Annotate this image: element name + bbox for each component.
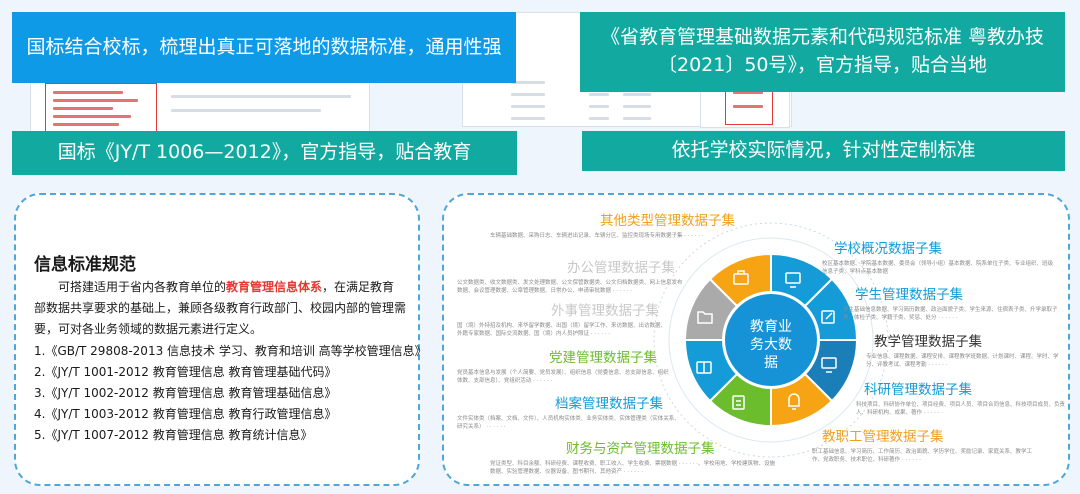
category-desc: 公文数据类、收文数据类、发文处理数据、公文保管数据类、公文归档数据类、网上信息发… — [457, 280, 683, 294]
info-title: 信息标准规范 — [34, 255, 136, 275]
category-office: 办公管理数据子集 公文数据类、收文数据类、发文处理数据、公文保管数据类、公文归档… — [457, 256, 687, 295]
category-desc: 国（境）外特招及机构、来华留学数据、出国（境）留学工作、来访数据、出访数据、外籍… — [457, 323, 667, 337]
category-desc: 车辆基础数据、采购日志、车辆进出记录、车辆分区、监控类现场专用数据子集 · · … — [490, 233, 704, 239]
category-title: 档案管理数据子集 — [555, 396, 663, 412]
category-desc: 校区基本数据、学院基本数据、委员会（领导小组）基本数据、院系单位子类、专业组织、… — [822, 261, 1054, 275]
category-title: 科研管理数据子集 — [864, 382, 972, 398]
category-title: 财务与资产管理数据子集 — [566, 441, 715, 457]
category-research: 科研管理数据子集 科技项目、科研协作单位、项目经费、项目人员、项目合同信息、科技… — [856, 378, 1066, 417]
info-description: 可搭建适用于省内各教育单位的教育管理信息体系，在满足教育部数据共享要求的基础上，… — [34, 280, 407, 336]
category-title: 教职工管理数据子集 — [822, 429, 944, 445]
category-staff: 教职工管理数据子集 职工基础信息、学习简历、工作简历、政治面貌、学历学位、奖励记… — [812, 425, 1037, 464]
standards-list: 1.《GB/T 29808-2013 信息技术 学习、教育和培训 高等学校管理信… — [34, 341, 427, 446]
category-title: 外事管理数据子集 — [551, 303, 659, 319]
category-title: 其他类型管理数据子集 — [600, 213, 735, 229]
data-subsets-panel — [442, 193, 1070, 486]
standard-item: 5.《JY/T 1007-2012 教育管理信息 教育统计信息》 — [34, 428, 313, 442]
banner-top-right: 《省教育管理基础数据元素和代码规范标准 粤教办技〔2021〕50号》，官方指导，… — [580, 12, 1065, 92]
category-other: 其他类型管理数据子集 车辆基础数据、采购日志、车辆进出记录、车辆分区、监控类现场… — [490, 209, 735, 240]
wheel-center — [725, 294, 817, 386]
category-archive: 档案管理数据子集 文件实体类（档案、文档、文件）、人员机构实体类、业务实体类、实… — [457, 392, 682, 431]
bell-icon — [788, 393, 800, 410]
book-icon — [696, 361, 712, 374]
category-desc: 学生基础信息数据、学习简历数据、政治面貌子类、学生来源、住宿表子类、升学录取子类… — [843, 307, 1058, 321]
category-title: 办公管理数据子集 — [567, 260, 675, 276]
wheel-center-label: 教育业 — [750, 319, 792, 335]
wheel-outer-ring — [653, 222, 889, 458]
category-teaching: 教学管理数据子集 专业信息、课程数据、课程安排、课程教学班数据、计划课时、课程、… — [866, 330, 1066, 369]
info-highlight: 教育管理信息体系 — [226, 280, 323, 294]
category-school-overview: 学校概况数据子集 校区基本数据、学院基本数据、委员会（领导小组）基本数据、院系单… — [822, 237, 1058, 276]
standard-item: 3.《JY/T 1002-2012 教育管理信息 教育管理基础信息》 — [34, 386, 337, 400]
folder-icon — [697, 311, 713, 324]
banner-mid-right: 依托学校实际情况，针对性定制标准 — [582, 131, 1065, 171]
wheel-center-label: 务大数 — [750, 337, 792, 353]
category-title: 学生管理数据子集 — [855, 287, 963, 303]
info-standard-panel — [14, 193, 420, 486]
wheel-outer-ring-2 — [668, 237, 874, 443]
category-title: 教学管理数据子集 — [874, 334, 982, 350]
computer-icon — [821, 357, 837, 373]
category-desc: 职工基础信息、学习简历、工作简历、政治面貌、学历学位、奖励记录、家庭关系、教学工… — [812, 449, 1033, 463]
standard-item: 2.《JY/T 1001-2012 教育管理信息 教育管理基础代码》 — [34, 365, 337, 379]
category-desc: 党员基本信息与发展（个人简要、党员发展）、组织信息（党委信息、总支部信息、组织体… — [457, 370, 669, 384]
edit-icon — [821, 310, 835, 324]
category-foreign: 外事管理数据子集 国（境）外特招及机构、来华留学数据、出国（境）留学工作、来访数… — [457, 299, 667, 338]
standard-item: 4.《JY/T 1003-2012 教育管理信息 教育行政管理信息》 — [34, 407, 337, 421]
banner-top-left: 国标结合校标，梳理出真正可落地的数据标准，通用性强 — [12, 12, 516, 83]
standard-item: 1.《GB/T 29808-2013 信息技术 学习、教育和培训 高等学校管理信… — [34, 344, 427, 358]
category-desc: 党证类型、科目余额、科研经费、课程收费、职工收入、学生收费、票据数据 · · ·… — [490, 461, 775, 475]
category-desc: 文件实体类（档案、文档、文件）、人员机构实体类、业务实体类、实体管理类（实体关系… — [457, 416, 680, 430]
wheel-center-label: 据 — [764, 355, 778, 371]
category-title: 学校概况数据子集 — [834, 241, 942, 257]
category-title: 党建管理数据子集 — [549, 350, 657, 366]
wheel-segment-office — [708, 252, 772, 308]
category-desc: 科技项目、科研协作单位、项目经费、项目人员、项目合同信息、科技项目成员、负责人、… — [856, 402, 1066, 416]
banner-mid-left: 国标《JY/T 1006—2012》，官方指导，贴合教育 — [12, 131, 517, 175]
category-party: 党建管理数据子集 党员基本信息与发展（个人简要、党员发展）、组织信息（党委信息、… — [457, 346, 672, 385]
monitor-icon — [785, 272, 801, 288]
category-desc: 专业信息、课程数据、课程安排、课程教学班数据、计划课时、课程、学时、学分、评教考… — [866, 354, 1059, 368]
category-student: 学生管理数据子集 学生基础信息数据、学习简历数据、政治面貌子类、学生来源、住宿表… — [843, 283, 1065, 322]
category-finance: 财务与资产管理数据子集 党证类型、科目余额、科研经费、课程收费、职工收入、学生收… — [490, 437, 778, 476]
document-icon — [732, 395, 745, 410]
briefcase-icon — [733, 270, 749, 285]
